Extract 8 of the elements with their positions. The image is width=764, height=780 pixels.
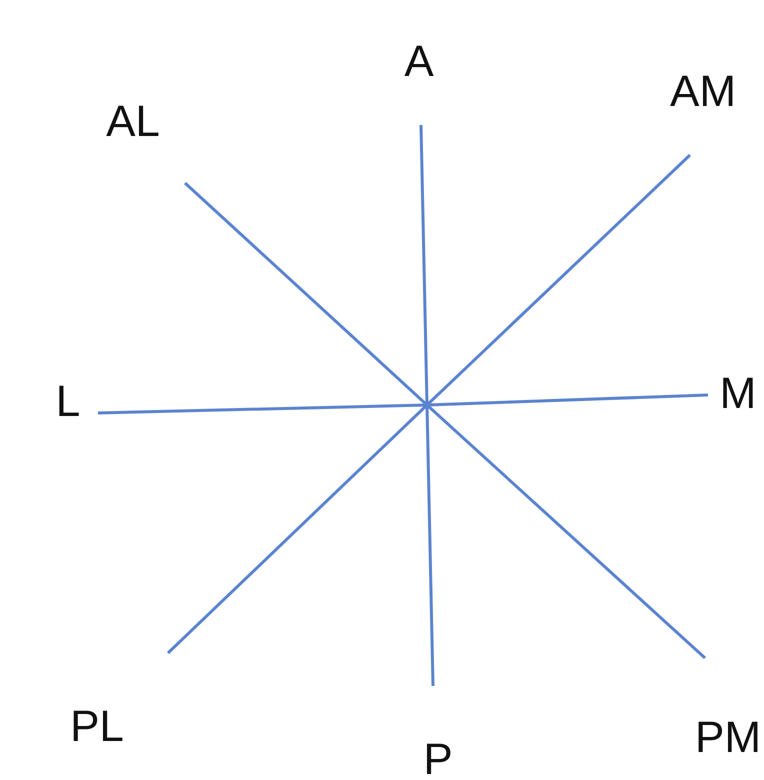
direction-label: P [423, 738, 453, 780]
direction-label: A [404, 40, 434, 84]
direction-label: PL [70, 705, 124, 749]
direction-label: PM [695, 716, 761, 760]
direction-label: AM [670, 70, 736, 114]
direction-label: L [56, 380, 80, 424]
direction-label: AL [106, 100, 160, 144]
direction-label: M [720, 372, 756, 416]
